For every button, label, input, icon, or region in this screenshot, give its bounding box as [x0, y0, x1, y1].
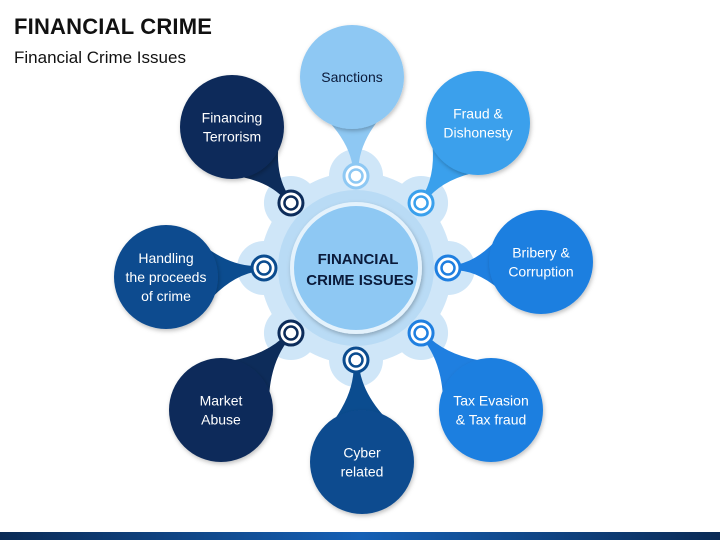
connector-market-abuse: [224, 338, 287, 403]
page-subtitle: Financial Crime Issues: [14, 48, 186, 67]
label-market-abuse-line-2: Abuse: [201, 412, 241, 428]
issue-cyber-related: Cyber related: [310, 346, 414, 514]
page-title: FINANCIAL CRIME: [14, 14, 213, 39]
anchor-ring-inner-market-abuse: [283, 325, 299, 341]
label-handling-proceeds: Handling the proceeds of crime: [126, 250, 207, 304]
label-cyber-related-line-1: Cyber: [343, 445, 381, 461]
bubble-handling-proceeds: [114, 225, 218, 329]
bubble-tax-evasion: [439, 358, 543, 462]
label-cyber-related-line-2: related: [341, 464, 384, 480]
bottom-accent-bar: [0, 532, 720, 540]
label-sanctions: Sanctions: [321, 69, 382, 85]
label-financing-terrorism-line-1: Financing: [202, 110, 263, 126]
label-fraud-dishonesty-line-1: Fraud &: [453, 106, 503, 122]
issue-sanctions: Sanctions: [300, 25, 404, 190]
center-label-line-2: CRIME ISSUES: [306, 272, 414, 289]
anchor-ring-inner-fraud-dishonesty: [413, 195, 429, 211]
anchor-ring-outer-financing-terrorism: [277, 189, 305, 217]
bubble-cyber-related: [310, 410, 414, 514]
anchor-ring-outer-handling-proceeds: [250, 254, 278, 282]
anchor-ring-outer-cyber-related: [342, 346, 370, 374]
label-bribery-corruption: Bribery & Corruption: [508, 245, 573, 280]
label-tax-evasion-line-2: & Tax fraud: [456, 412, 527, 428]
issue-tax-evasion: Tax Evasion & Tax fraud: [407, 319, 543, 462]
connector-tax-evasion: [425, 338, 488, 403]
anchor-ring-outer-fraud-dishonesty: [407, 189, 435, 217]
label-sanctions-line-1: Sanctions: [321, 69, 382, 85]
label-fraud-dishonesty: Fraud & Dishonesty: [443, 106, 512, 141]
label-cyber-related: Cyber related: [341, 445, 384, 480]
issue-handling-proceeds: Handling the proceeds of crime: [114, 225, 278, 329]
center-hub: FINANCIAL CRIME ISSUES: [290, 202, 422, 334]
bubble-fraud-dishonesty: [426, 71, 530, 175]
center-label-line-1: FINANCIAL: [318, 251, 399, 268]
anchor-ring-inner-bribery-corruption: [440, 260, 456, 276]
label-tax-evasion-line-1: Tax Evasion: [453, 393, 528, 409]
anchor-ring-inner-handling-proceeds: [256, 260, 272, 276]
anchor-ring-outer-tax-evasion: [407, 319, 435, 347]
bubble-financing-terrorism: [180, 75, 284, 179]
issue-fraud-dishonesty: Fraud & Dishonesty: [407, 71, 530, 217]
anchor-ring-outer-sanctions: [342, 162, 370, 190]
anchor-ring-outer-market-abuse: [277, 319, 305, 347]
label-handling-proceeds-line-3: of crime: [141, 288, 191, 304]
bubble-market-abuse: [169, 358, 273, 462]
center-circle: [290, 202, 422, 334]
label-handling-proceeds-line-2: the proceeds: [126, 269, 207, 285]
label-financing-terrorism-line-2: Terrorism: [203, 129, 261, 145]
label-fraud-dishonesty-line-2: Dishonesty: [443, 125, 512, 141]
anchor-ring-inner-cyber-related: [348, 352, 364, 368]
label-tax-evasion: Tax Evasion & Tax fraud: [453, 393, 528, 428]
anchor-ring-inner-financing-terrorism: [283, 195, 299, 211]
bubble-sanctions: [300, 25, 404, 129]
anchor-ring-inner-sanctions: [348, 168, 364, 184]
issue-bribery-corruption: Bribery & Corruption: [434, 210, 593, 314]
bubble-bribery-corruption: [489, 210, 593, 314]
label-bribery-corruption-line-2: Corruption: [508, 264, 573, 280]
label-bribery-corruption-line-1: Bribery &: [512, 245, 570, 261]
label-market-abuse-line-1: Market: [200, 393, 243, 409]
label-handling-proceeds-line-1: Handling: [138, 250, 193, 266]
anchor-ring-inner-tax-evasion: [413, 325, 429, 341]
center-label: FINANCIAL CRIME ISSUES: [306, 251, 414, 289]
anchor-ring-outer-bribery-corruption: [434, 254, 462, 282]
